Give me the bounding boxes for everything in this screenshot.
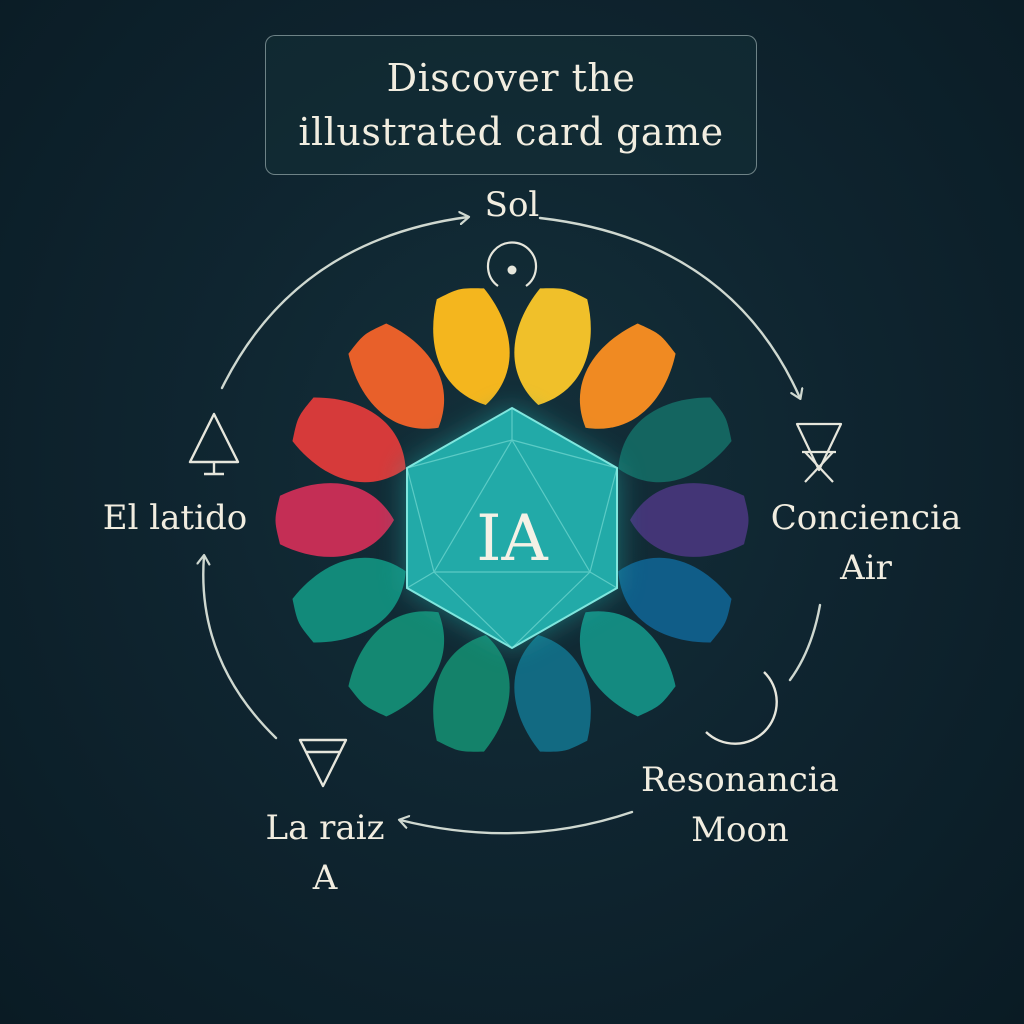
petal-7 (514, 635, 591, 752)
petal-6 (579, 611, 676, 717)
petal-5 (618, 557, 732, 643)
moon-icon (705, 671, 778, 745)
petal-9 (348, 611, 445, 717)
center-facet-lines (406, 408, 618, 649)
petal-14 (433, 288, 510, 405)
petal-2 (579, 323, 676, 429)
air-icon (795, 422, 843, 483)
node-label-sol: Sol (484, 185, 540, 225)
petal-11 (275, 483, 394, 557)
node-label-el-latido: El latido (102, 498, 248, 538)
petal-3 (618, 397, 732, 483)
title-box: Discover the illustrated card game (265, 35, 757, 175)
sun-icon (486, 241, 538, 287)
arrow-laraiz-to-ellatido (203, 556, 278, 740)
petal-10 (292, 557, 406, 643)
petal-12 (292, 397, 406, 483)
petal-1 (514, 288, 591, 405)
fire-icon (188, 412, 240, 476)
arrow-ellatido-to-sol (220, 217, 468, 390)
petal-ring (275, 288, 749, 752)
node-label-resonancia: Resonancia Moon (641, 760, 839, 850)
node-label-conciencia: Conciencia Air (770, 498, 962, 588)
petal-8 (433, 635, 510, 752)
arrow-sol-to-conciencia (538, 216, 800, 398)
earth-icon (298, 738, 348, 788)
title-text: Discover the illustrated card game (298, 56, 724, 154)
petal-13 (348, 323, 445, 429)
center-label: IA (476, 502, 548, 576)
arrow-resonancia-to-laraiz (400, 810, 634, 835)
center-hexagon: IA (406, 406, 618, 650)
arrow-conciencia-to-resonancia (788, 603, 822, 682)
petal-4 (630, 483, 749, 557)
node-label-la-raiz: La raiz A (265, 808, 385, 898)
cycle-arrows (203, 216, 822, 835)
